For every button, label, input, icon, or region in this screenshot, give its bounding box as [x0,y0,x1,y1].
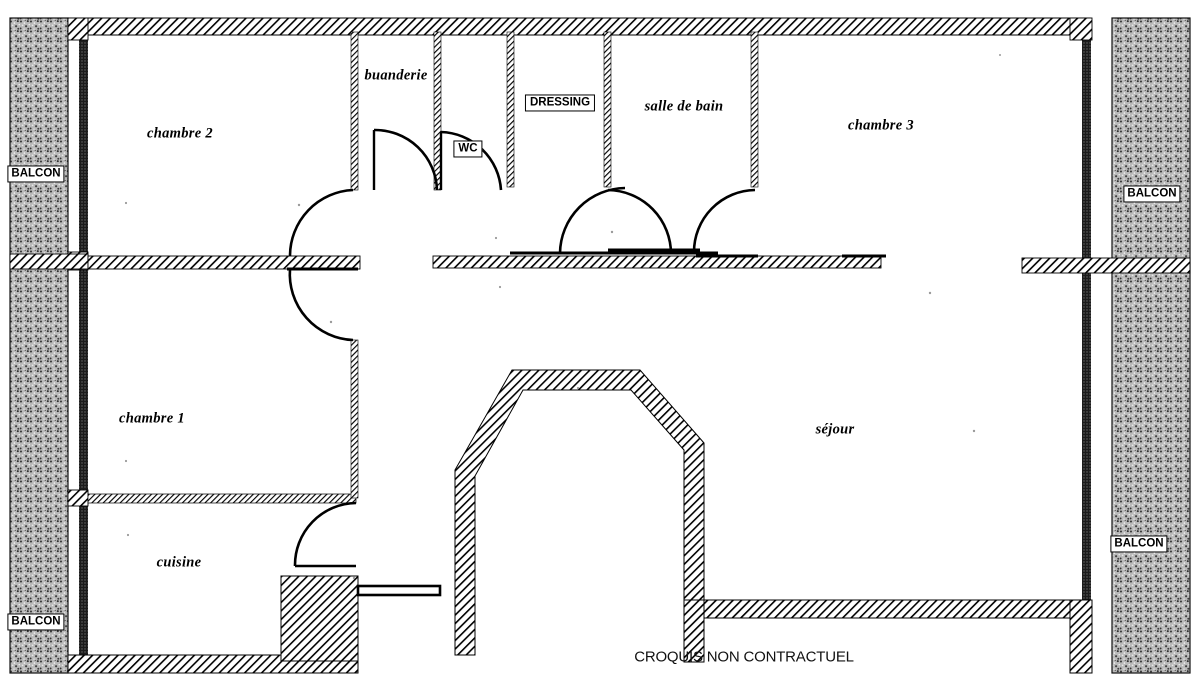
partition-dressing-sdb [603,31,612,188]
wall-mid-left [87,255,361,270]
room-label-chambre3: chambre 3 [848,117,914,134]
wall-mid-right [432,255,882,269]
wall-chambre1-cuisine [87,493,357,504]
wall-top [67,17,1091,36]
room-label-wc: WC [453,140,483,158]
balcony-label-left-top: BALCON [7,165,65,183]
partition-corridor-chambre1 [350,339,359,499]
partition-chambre2-buanderie [350,31,359,191]
exterior-wall-right [1082,28,1091,673]
wall-bottom-right [683,599,1093,674]
partition-sdb-chambre3 [750,31,759,188]
entry-door-leaf [356,584,442,597]
balcony-label-left-bottom: BALCON [7,613,65,631]
balcony-slab-left [9,17,69,674]
room-label-sejour: séjour [815,421,855,438]
balcony-label-right-top: BALCON [1123,185,1181,203]
scan-noise [124,54,1001,580]
room-label-buanderie: buanderie [364,67,428,84]
partition-wc-dressing [506,31,515,188]
room-label-dressing: DRESSING [524,94,596,112]
balcony-slab-right [1111,17,1191,674]
room-label-chambre1: chambre 1 [119,410,185,427]
door-leaf-lines [295,130,443,568]
door-thresholds [287,248,886,271]
partition-buanderie-wc [433,31,442,191]
exterior-wall-left [79,28,88,673]
wall-sejour-bay [454,369,705,656]
wall-left-balcony-dividers [9,253,89,270]
disclaimer-note: CROQUIS NON CONTRACTUEL [634,648,854,666]
room-label-cuisine: cuisine [156,554,202,571]
room-label-salle-de-bain: salle de bain [644,98,724,115]
wall-entry-block [280,575,359,662]
balcony-label-right-bottom: BALCON [1110,535,1168,553]
room-label-chambre2: chambre 2 [147,125,213,142]
wall-right-balcony-divider [1021,257,1191,274]
